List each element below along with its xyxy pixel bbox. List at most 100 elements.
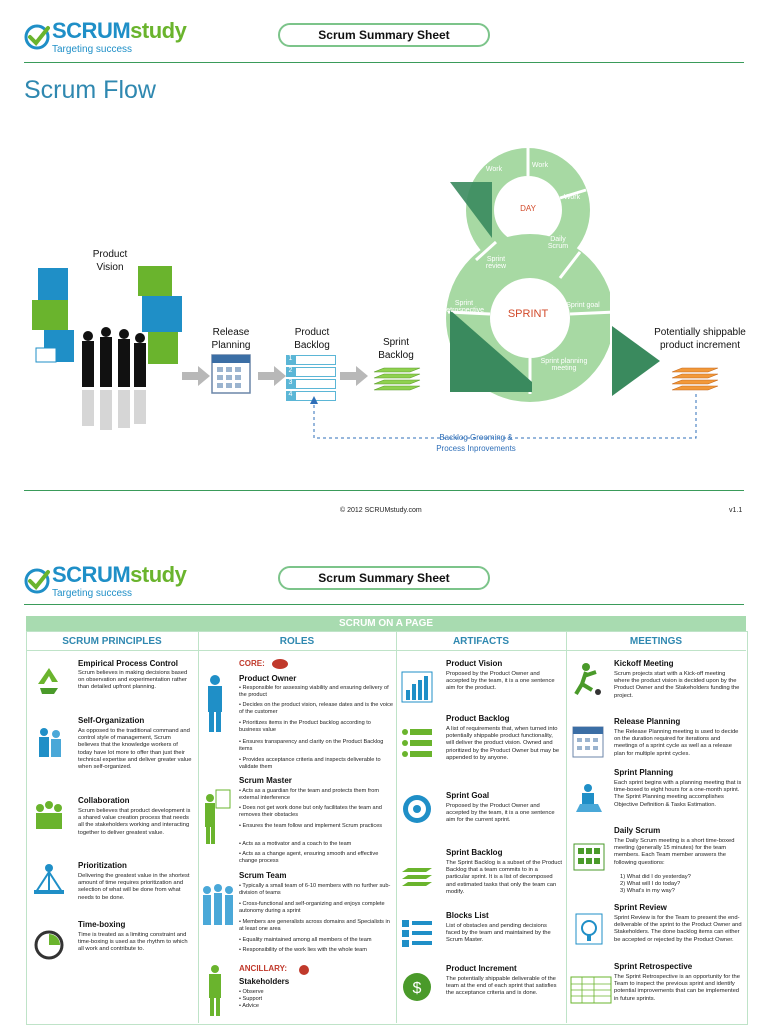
backlog-number: 2 xyxy=(286,367,295,377)
role-point: • Prioritizes items in the Product backl… xyxy=(239,720,371,733)
blocks-list-icon xyxy=(402,920,432,947)
check-circle-icon xyxy=(24,24,50,49)
logo-brand-b: study xyxy=(130,18,187,43)
role-point: • Equality maintained among all members … xyxy=(239,937,372,943)
sprint-segment-goal: Sprint goal xyxy=(566,302,600,309)
sprint-backlog-stack-icon xyxy=(373,367,421,391)
principle-title: Collaboration xyxy=(78,796,130,805)
backlog-grooming-label: Backlog Grooming & Process Inprovements xyxy=(436,433,516,453)
artifact-title: Blocks List xyxy=(446,911,489,920)
money-icon: $ xyxy=(403,973,431,1001)
sprint-backlog-label: Sprint Backlog xyxy=(378,337,414,361)
self-organization-icon xyxy=(39,728,61,757)
sprint-segment-review: Sprint review xyxy=(485,256,507,270)
role-point: • Members are generalists across domains… xyxy=(239,919,390,932)
artifact-title: Sprint Goal xyxy=(446,791,490,800)
principle-title: Self-Organization xyxy=(78,716,145,725)
header-row-divider xyxy=(26,650,746,651)
artifact-text: Proposed by the Product Owner and accept… xyxy=(446,803,555,824)
artifact-text: Proposed by the Product Owner and accept… xyxy=(446,671,555,692)
role-point: • Decides on the product vision, release… xyxy=(239,702,394,715)
summary-sheet-title: Scrum Summary Sheet xyxy=(278,23,490,47)
artifact-text: The potentially shippable deliverable of… xyxy=(446,976,557,997)
role-title: Stakeholders xyxy=(239,977,290,986)
flow-arrow-3 xyxy=(340,366,368,386)
column-head-artifacts: ARTIFACTS xyxy=(452,636,510,647)
kickoff-icon xyxy=(574,663,601,696)
backlog-number: 3 xyxy=(286,379,295,389)
role-point: • Provides acceptance criteria and inspe… xyxy=(239,757,381,770)
page-title: Scrum Flow xyxy=(24,76,156,104)
flow-arrow-1 xyxy=(182,366,210,386)
artifact-text: The Sprint Backlog is a subset of the Pr… xyxy=(446,860,563,895)
sprint-cycle-diagram xyxy=(446,148,610,402)
product-backlog-label: Product Backlog xyxy=(294,327,330,351)
clock-icon xyxy=(34,930,64,960)
column-divider xyxy=(396,631,397,1023)
meeting-text: The Daily Scrum meeting is a short time-… xyxy=(614,838,735,866)
release-planning-label: Release Planning xyxy=(211,327,251,351)
role-point: • Acts as a change agent, ensuring smoot… xyxy=(239,851,379,864)
role-title: Scrum Master xyxy=(239,776,292,785)
product-owner-icon xyxy=(208,675,222,732)
stakeholder-icon xyxy=(209,965,221,1016)
role-point: • Typically a small team of 6-10 members… xyxy=(239,883,391,896)
scrumstudy-logo: SCRUMstudy Targeting success xyxy=(24,18,187,55)
scrum-master-icon xyxy=(205,789,231,844)
role-title: Product Owner xyxy=(239,674,297,683)
summary-sheet-title-2: Scrum Summary Sheet xyxy=(278,566,490,590)
meeting-text: The Sprint Retrospective is an opportuni… xyxy=(614,974,740,1002)
role-point: • Acts as a motivator and a coach to the… xyxy=(239,841,352,847)
daily-scrum-question: 3) What's in my way? xyxy=(620,888,675,894)
principle-title: Empirical Process Control xyxy=(78,659,179,668)
role-point: • Cross-functional and self-organizing a… xyxy=(239,901,385,914)
scrumstudy-logo-2: SCRUMstudy Targeting success xyxy=(24,562,187,599)
principle-title: Time-boxing xyxy=(78,920,126,929)
copyright: © 2012 SCRUMstudy.com xyxy=(340,507,422,514)
recycle-icon xyxy=(38,668,58,694)
calendar-icon xyxy=(572,726,604,758)
role-point: • Advice xyxy=(239,1003,259,1009)
logo-brand-b: study xyxy=(130,562,187,587)
prioritization-icon xyxy=(34,864,64,894)
sprint-label: SPRINT xyxy=(507,308,549,320)
day-segment-work-1: Work xyxy=(485,166,503,173)
meeting-title: Sprint Planning xyxy=(614,768,674,777)
target-icon xyxy=(403,795,431,823)
role-point: • Ensures the team follow and implement … xyxy=(239,823,383,829)
product-backlog-list: 1 2 3 4 xyxy=(286,355,336,401)
sprint-segment-retrospective: Sprint retrospective xyxy=(443,300,485,314)
flow-arrow-big xyxy=(612,326,660,396)
scrum-on-a-page-banner: SCRUM ON A PAGE xyxy=(26,616,746,631)
header-divider xyxy=(24,62,744,63)
backlog-number: 4 xyxy=(286,391,295,401)
artifact-title: Sprint Backlog xyxy=(446,848,503,857)
potentially-shippable-label: Potentially shippable product increment xyxy=(654,327,746,351)
role-point: • Responsibility of the work lies with t… xyxy=(239,947,367,953)
logo-brand-a: SCRUM xyxy=(52,18,131,43)
sprint-segment-planning: Sprint planning meeting xyxy=(540,358,588,372)
calendar-icon xyxy=(211,354,251,394)
product-vision-label: Product Vision xyxy=(92,249,128,273)
role-point: • Support xyxy=(239,996,263,1002)
role-point: • Acts as a guardian for the team and pr… xyxy=(239,788,380,801)
day-label: DAY xyxy=(520,204,536,213)
logo-tagline: Targeting success xyxy=(52,44,133,55)
artifact-title: Product Backlog xyxy=(446,714,510,723)
artifact-title: Product Increment xyxy=(446,964,517,973)
column-divider xyxy=(566,631,567,1023)
pig-icon xyxy=(272,659,288,669)
collaboration-icon xyxy=(36,801,62,829)
footer-divider xyxy=(24,490,744,491)
header-divider-2 xyxy=(24,604,744,605)
meeting-title: Sprint Retrospective xyxy=(614,962,693,971)
meeting-title: Sprint Review xyxy=(614,903,667,912)
backlog-list-icon xyxy=(402,729,432,757)
column-head-meetings: MEETINGS xyxy=(629,636,683,647)
day-segment-daily-scrum: Daily Scrum xyxy=(547,236,569,250)
ancillary-label: ANCILLARY: xyxy=(239,964,287,973)
principle-text: As opposed to the traditional command an… xyxy=(78,728,192,771)
daily-scrum-question: 1) What did I do yesterday? xyxy=(620,874,691,880)
daily-scrum-question: 2) What will I do today? xyxy=(620,881,681,887)
meeting-text: Sprint Review is for the Team to present… xyxy=(614,915,742,943)
